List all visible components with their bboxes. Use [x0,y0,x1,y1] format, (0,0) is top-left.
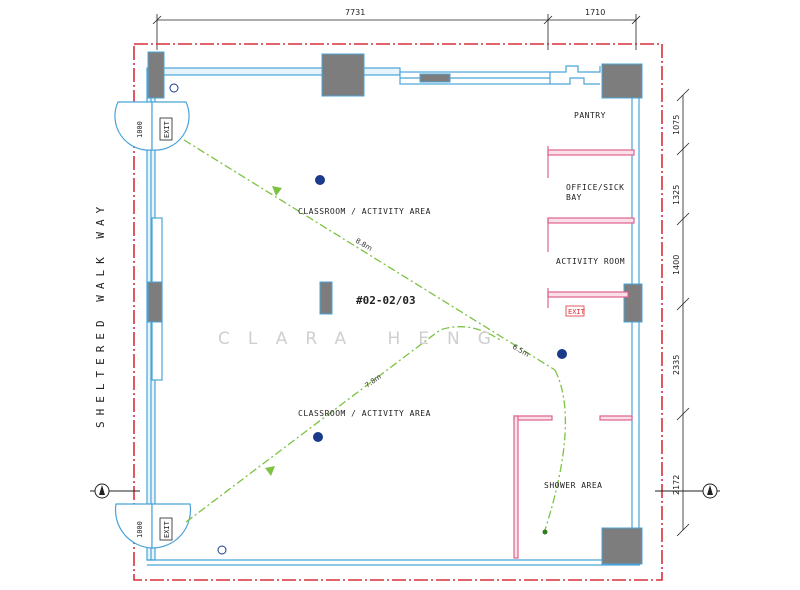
exit-sign-right: EXIT [565,305,586,317]
distance-label-1: 8.8m [354,237,374,253]
extinguisher-icons [169,83,567,555]
room-label-activity-room: ACTIVITY ROOM [556,257,625,266]
column-center [319,281,333,315]
extinguisher-icon [217,545,227,555]
door-bottom-width: 1000 [136,521,144,538]
door-bottom[interactable] [114,503,192,549]
partitions [513,146,635,559]
column-top-right [601,63,643,99]
section-marker-right [655,483,720,499]
extinguisher-icon [169,83,179,93]
room-label-shower: SHOWER AREA [544,481,602,490]
dimension-top-right: 1710 [585,8,605,17]
room-label-classroom-bottom: CLASSROOM / ACTIVITY AREA [298,409,431,418]
svg-text:EXIT: EXIT [568,308,586,316]
top-dimension-lines [152,14,641,50]
evacuation-routes [183,139,567,531]
room-label-office: OFFICE/SICK [566,183,624,192]
unit-number: #02-02/03 [356,294,416,307]
column-top-left [147,51,165,99]
column-right-mid [623,283,643,323]
walkway-label: SHELTERED WALK WAY [94,201,107,428]
watermark: CLARA HENG [218,329,509,349]
door-top[interactable] [114,101,190,151]
svg-text:EXIT: EXIT [163,120,171,138]
dimension-top-left: 7731 [345,8,365,17]
room-label-classroom-top: CLASSROOM / ACTIVITY AREA [298,207,431,216]
section-marker-left [90,483,140,499]
door-top-width: 1000 [136,121,144,138]
right-dimension-lines [676,88,690,537]
distance-label-2: 6.5m [511,343,531,359]
room-label-pantry: PANTRY [574,111,606,120]
dimension-right-3: 1400 [672,255,681,275]
extinguisher-icon [315,175,325,185]
room-label-office-2: BAY [566,193,582,202]
dimension-right-5: 2172 [672,475,681,495]
dimension-right-4: 2335 [672,355,681,375]
exit-sign-top: EXIT [159,117,173,141]
column-bottom-right [601,527,643,565]
columns [147,51,643,565]
svg-text:EXIT: EXIT [163,520,171,538]
extinguisher-icon [557,349,567,359]
route-arrows [265,186,548,535]
unit-boundary [133,43,663,581]
dimension-right-2: 1325 [672,185,681,205]
column-left-mid [147,281,163,323]
exit-sign-bottom: EXIT [159,517,173,541]
column-wall-small [419,73,451,83]
column-top-mid [321,53,365,97]
dimension-right-1: 1075 [672,115,681,135]
extinguisher-icon [313,432,323,442]
